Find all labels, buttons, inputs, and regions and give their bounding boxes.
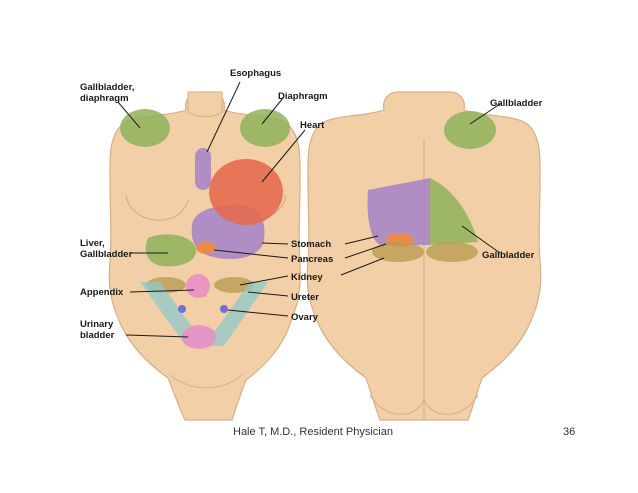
leader-heart (261, 129, 306, 183)
leader-ovary (227, 309, 289, 317)
leader-back-stomach (344, 235, 379, 245)
label-stomach: Stomach (291, 239, 331, 250)
label-urinary-2: bladder (80, 330, 115, 341)
region-back-kidney-right (426, 242, 478, 262)
region-green-left-shoulder (120, 109, 170, 147)
label-back-gallbladder-top: Gallbladder (490, 98, 543, 109)
region-liver (145, 234, 197, 267)
footer-page-number: 36 (563, 426, 576, 438)
label-diaphragm: Diaphragm (278, 91, 328, 102)
leader-gallbladder-diaphragm (117, 101, 141, 129)
leader-appendix (129, 289, 195, 293)
leader-esophagus (206, 81, 241, 153)
region-back-kidney-left (372, 242, 424, 262)
region-appendix (186, 274, 210, 298)
labels: Gallbladder, diaphragm Esophagus Diaphra… (80, 68, 543, 341)
label-ureter: Ureter (291, 292, 319, 303)
region-pancreas (196, 242, 216, 254)
region-kidney-right (214, 277, 254, 293)
region-back-stomach (367, 178, 430, 245)
region-back-shoulder-gallbladder (444, 111, 496, 149)
label-gallbladder-diaphragm-1: Gallbladder, (80, 82, 134, 93)
leader-back-pancreas (344, 243, 387, 259)
front-neck (187, 91, 223, 117)
region-green-right-shoulder (240, 109, 290, 147)
label-gallbladder-diaphragm-2: diaphragm (80, 93, 129, 104)
front-body (108, 91, 301, 421)
leader-back-kidney (340, 257, 385, 276)
label-heart: Heart (300, 120, 325, 131)
leader-lines (117, 81, 501, 338)
label-liver-1: Liver, (80, 238, 105, 249)
region-urinary-bladder (182, 325, 216, 349)
leader-back-gallbladder-bottom (461, 225, 501, 254)
label-kidney: Kidney (291, 272, 323, 283)
label-ovary: Ovary (291, 312, 319, 323)
region-heart (209, 159, 283, 225)
region-ovary-left (178, 305, 186, 313)
label-appendix: Appendix (80, 287, 124, 298)
label-pancreas: Pancreas (291, 254, 333, 265)
leader-pancreas (213, 249, 289, 259)
label-urinary-1: Urinary (80, 319, 114, 330)
label-back-gallbladder-bottom: Gallbladder (482, 250, 535, 261)
back-body (306, 91, 542, 421)
label-esophagus: Esophagus (230, 68, 281, 79)
leader-diaphragm (261, 97, 284, 125)
front-breast-left (125, 194, 189, 221)
label-liver-2: Gallbladder (80, 249, 133, 260)
leader-kidney (239, 275, 289, 286)
leader-stomach (261, 242, 289, 245)
back-buttock-left (369, 394, 425, 415)
region-esophagus (195, 148, 211, 190)
leader-ureter (247, 291, 289, 297)
leader-back-gallbladder-top (469, 103, 501, 125)
footer-attribution: Hale T, M.D., Resident Physician (233, 426, 393, 438)
region-ovary-right (220, 305, 228, 313)
leader-urinary-bladder (125, 334, 189, 338)
front-groin-line (169, 374, 243, 389)
back-buttock-right (423, 394, 479, 415)
